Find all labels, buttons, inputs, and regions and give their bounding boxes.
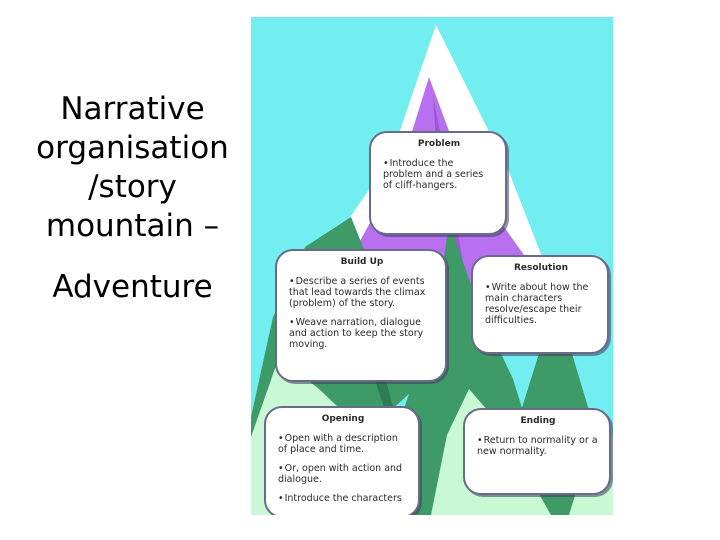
slide-title: Narrative organisation /story mountain –…	[20, 90, 245, 307]
resolution-box: Resolution Write about how the main char…	[471, 255, 609, 354]
opening-point: Open with a description of place and tim…	[278, 433, 408, 455]
opening-heading: Opening	[321, 414, 365, 424]
story-mountain-poster: Problem Introduce the problem and a seri…	[251, 17, 613, 515]
problem-point: Introduce the problem and a series of cl…	[383, 158, 495, 191]
problem-heading: Problem	[417, 139, 461, 149]
title-line: organisation	[36, 130, 229, 166]
resolution-point: Write about how the main characters reso…	[485, 282, 597, 326]
opening-box: Opening Open with a description of place…	[264, 406, 420, 515]
opening-point: Introduce the characters	[278, 493, 408, 504]
title-line: /story	[88, 169, 177, 205]
opening-point: Or, open with action and dialogue.	[278, 463, 408, 485]
ending-point: Return to normality or a new normality.	[477, 435, 599, 457]
ending-heading: Ending	[520, 416, 556, 426]
problem-box: Problem Introduce the problem and a seri…	[369, 131, 507, 235]
title-line: mountain –	[45, 208, 220, 244]
build-up-point: Describe a series of events that lead to…	[289, 276, 435, 309]
build-up-point: Weave narration, dialogue and action to …	[289, 317, 435, 350]
title-line: Narrative	[60, 91, 205, 127]
resolution-heading: Resolution	[513, 263, 569, 273]
build-up-box: Build Up Describe a series of events tha…	[275, 249, 447, 382]
build-up-heading: Build Up	[340, 257, 384, 267]
ending-box: Ending Return to normality or a new norm…	[463, 408, 611, 495]
title-line: Adventure	[52, 269, 213, 305]
